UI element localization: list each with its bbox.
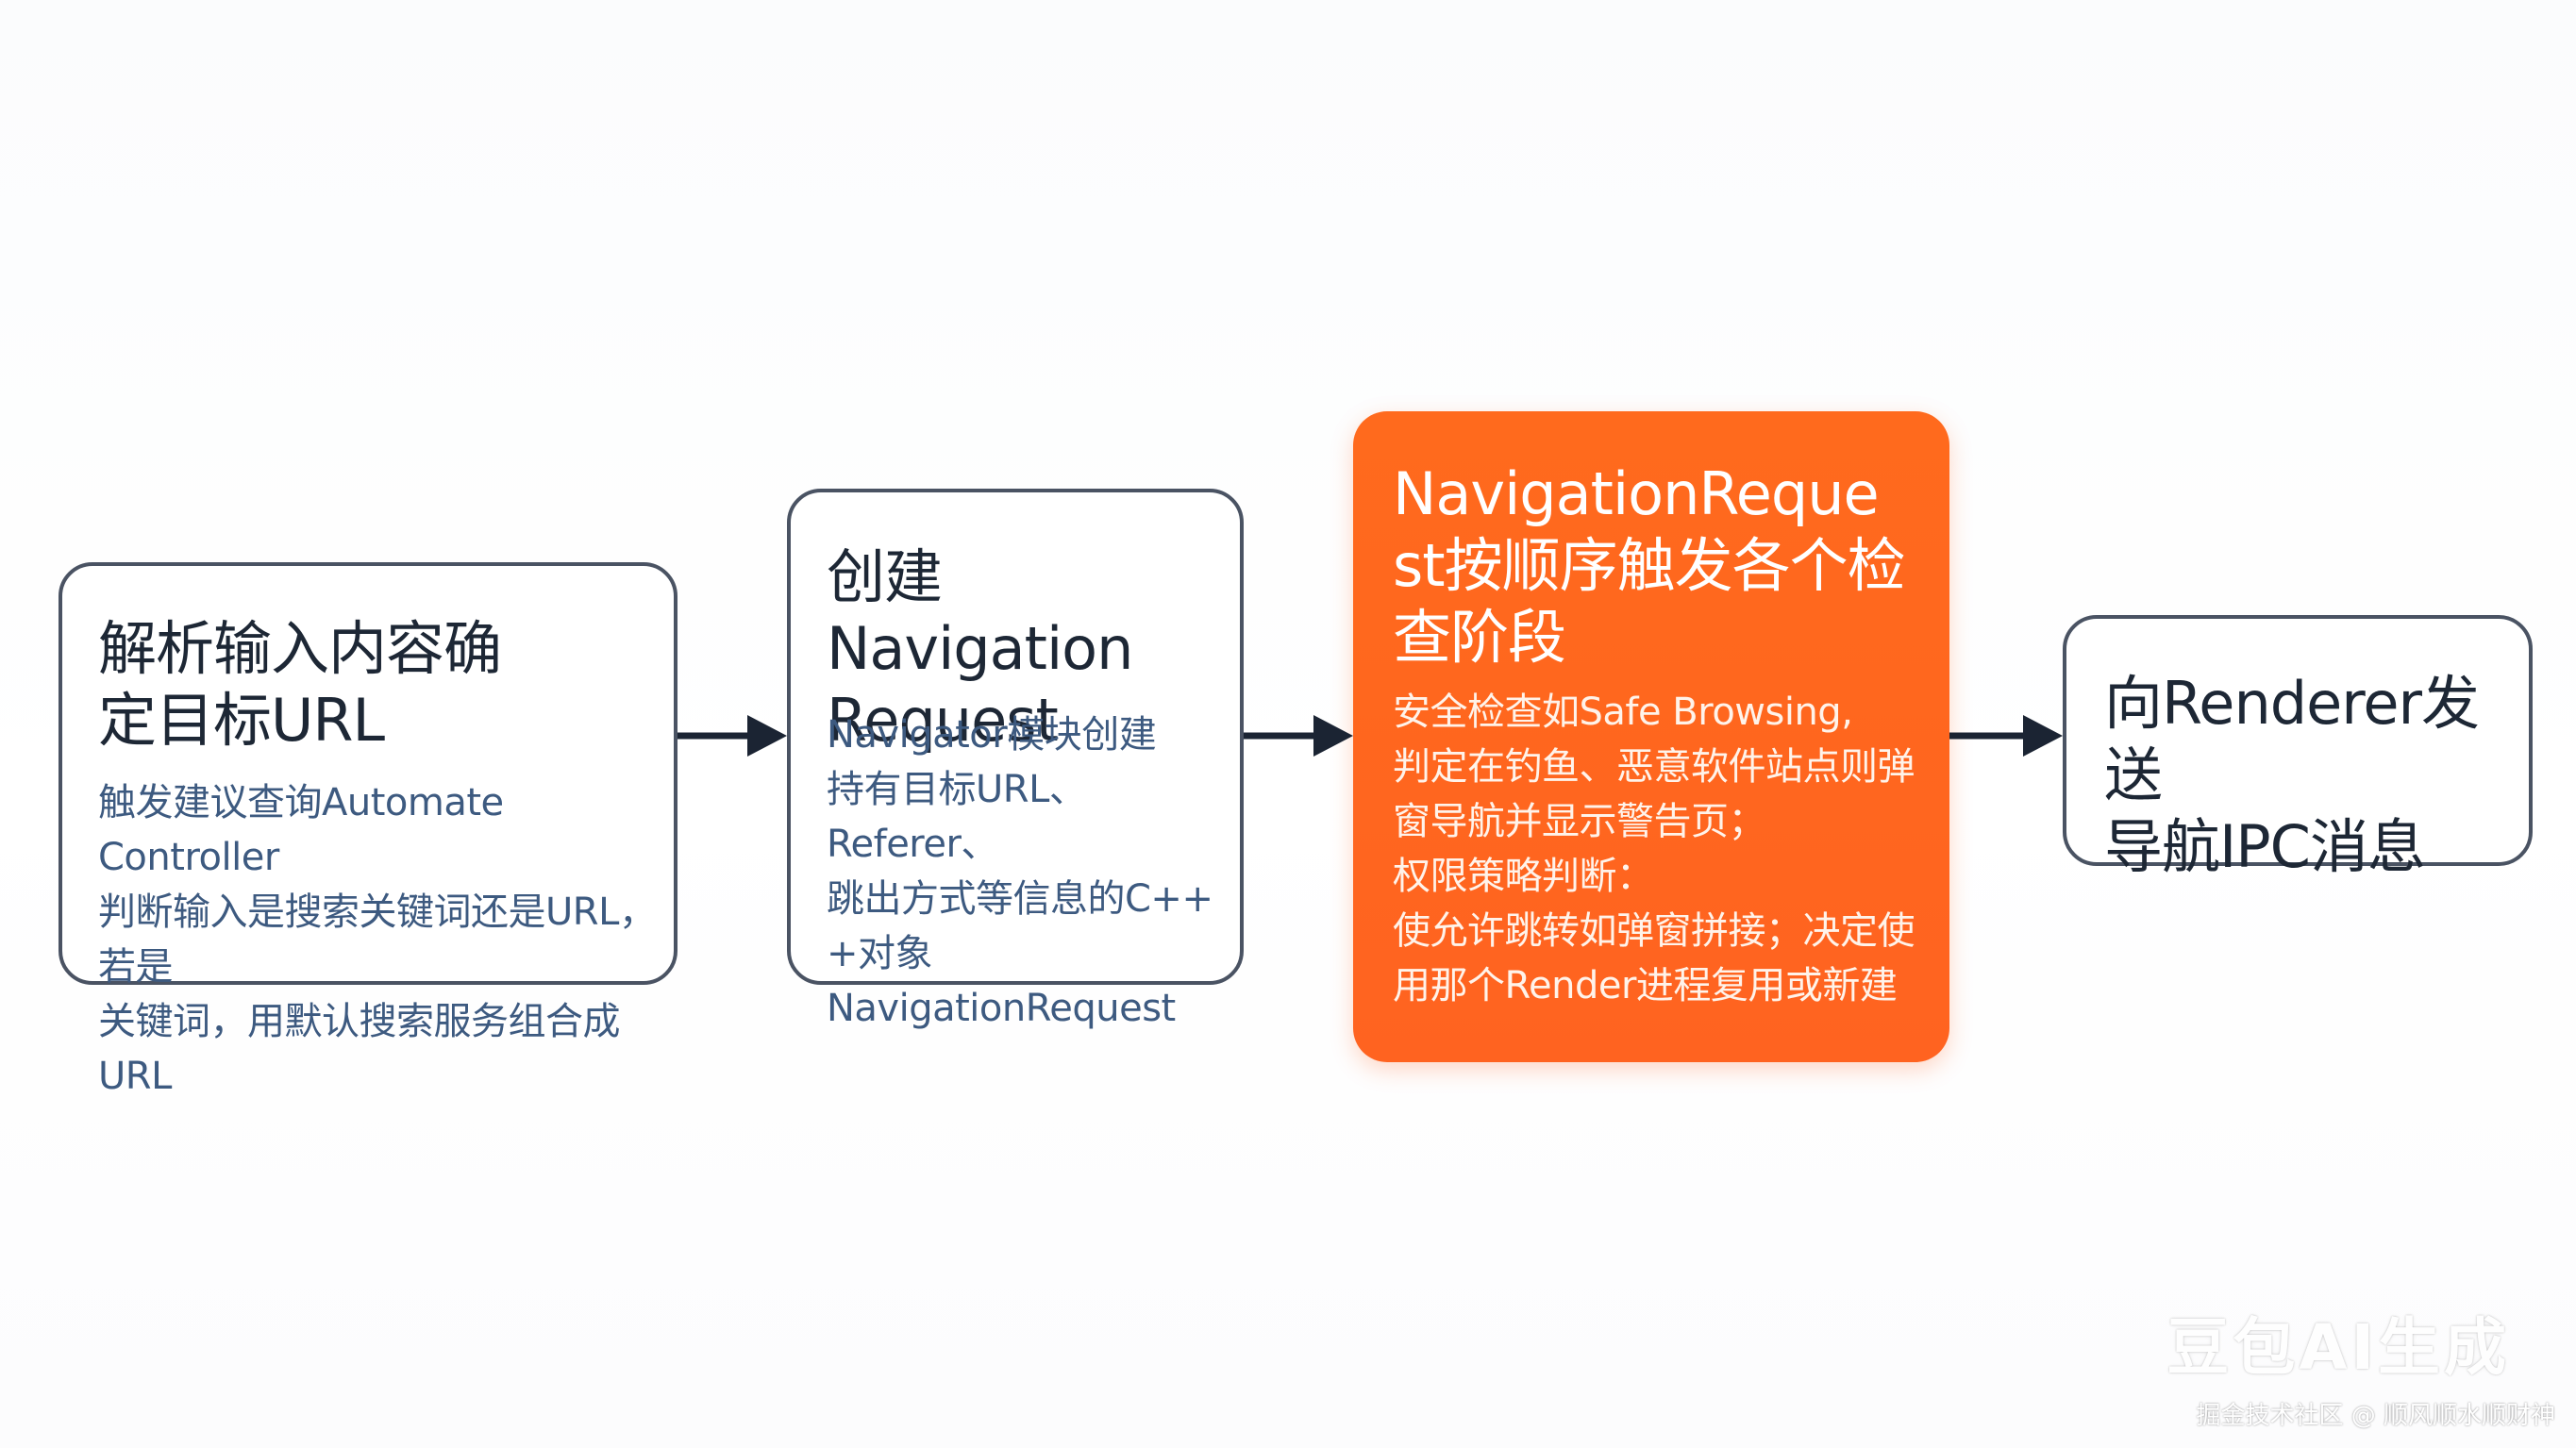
step-box-2: 创建Navigation Request Navigator模块创建 持有目标U… [787, 489, 1244, 1030]
step-3-description: 安全检查如Safe Browsing, 判定在钓鱼、恶意软件站点则弹 窗导航并显… [1393, 691, 1915, 1007]
arrow-1-head [747, 715, 787, 757]
step-4-title: 向Renderer发送 导航IPC消息 [2104, 669, 2480, 881]
arrow-2-head [1313, 715, 1353, 757]
watermark-logo: 豆包AI生成 [2166, 1311, 2510, 1384]
step-3-title: NavigationReque st按顺序触发各个检 查阶段 [1393, 459, 1906, 672]
step-2-title: 创建Navigation Request [827, 542, 1133, 755]
step-box-4: 向Renderer发送 导航IPC消息 [2063, 615, 2533, 881]
arrow-3-head [2023, 715, 2063, 757]
step-1-title: 解析输入内容确 定目标URL [98, 614, 502, 755]
step-2-description: Navigator模块创建 持有目标URL、Referer、 跳出方式等信息的C… [827, 713, 1213, 1030]
step-box-1: 解析输入内容确 定目标URL 触发建议查询Automate Controller… [59, 562, 677, 1098]
step-1-description: 触发建议查询Automate Controller 判断输入是搜索关键词还是UR… [98, 781, 657, 1098]
step-box-3-highlighted: NavigationReque st按顺序触发各个检 查阶段 安全检查如Safe… [1353, 411, 1949, 1062]
watermark-credit: 掘金技术社区 @ 顺风顺水顺财神 [2196, 1402, 2555, 1430]
